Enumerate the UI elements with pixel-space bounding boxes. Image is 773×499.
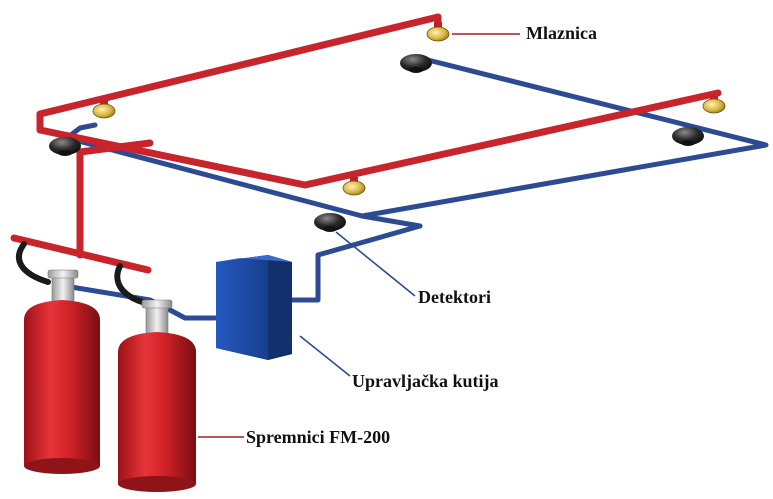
- nozzles: [92, 22, 726, 196]
- label-tanks: Spremnici FM-200: [246, 427, 391, 447]
- leader-control-box: [299, 335, 351, 377]
- nozzle-top-right: [426, 22, 450, 42]
- detector-front: [314, 213, 346, 232]
- nozzle-right: [702, 96, 726, 114]
- tank-left: [24, 269, 100, 474]
- label-detectors: Detektori: [418, 287, 491, 307]
- red-agent-pipes: [10, 13, 722, 274]
- control-box: [216, 255, 292, 360]
- detector-top: [400, 54, 432, 73]
- detectors: [49, 54, 704, 232]
- tank-right: [118, 299, 196, 492]
- nozzle-front: [342, 177, 366, 196]
- blue-detector-pipes: [62, 54, 769, 321]
- detector-right: [672, 127, 704, 146]
- label-nozzle: Mlaznica: [526, 23, 597, 43]
- nozzle-top-left: [92, 100, 116, 119]
- leader-detectors: [335, 231, 416, 297]
- detector-left: [49, 137, 81, 156]
- leader-lines: [198, 33, 520, 438]
- label-control-box: Upravljačka kutija: [352, 371, 499, 391]
